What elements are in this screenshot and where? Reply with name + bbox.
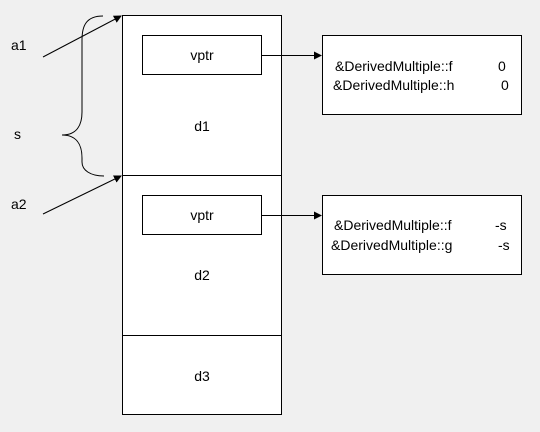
vtable-entry: &DerivedMultiple::h [333,77,455,93]
vtable-offset: 0 [501,77,509,93]
vtable-entry: &DerivedMultiple::g [331,237,453,253]
a1-label: a1 [11,37,27,53]
d1-label: d1 [194,118,210,134]
vtable-1-row-offset: 0 [501,77,509,93]
vtable-2-box [322,195,522,275]
d2-vptr-box [142,195,262,235]
vtable-entry: &DerivedMultiple::f [335,58,453,74]
vtable-offset: 0 [498,58,506,74]
vtable-1-row: &DerivedMultiple::h [333,77,454,93]
a2-label: a2 [11,196,27,212]
d2-label: d2 [194,267,210,283]
a2-arrow [42,175,122,215]
d1-vptr-box [142,35,262,75]
d3-label: d3 [194,368,210,384]
vtable-2-row: &DerivedMultiple::f [334,217,452,233]
d2-vptr-label: vptr [190,207,214,223]
s-label: s [14,126,21,142]
vtable-entry: &DerivedMultiple::f [334,217,452,233]
d1-vptr-label: vptr [190,47,214,63]
s-brace [61,15,105,177]
vtable-1-row: &DerivedMultiple::f [335,58,453,74]
vtable-2-row: &DerivedMultiple::g [331,237,452,253]
vtable-2-row-offset: -s [498,237,510,253]
vtable-1-box [322,35,522,115]
vtable-offset: -s [498,237,510,253]
vtable-2-row-offset: -s [495,217,507,233]
vtable-offset: -s [495,217,507,233]
vtable-1-row-offset: 0 [498,58,506,74]
